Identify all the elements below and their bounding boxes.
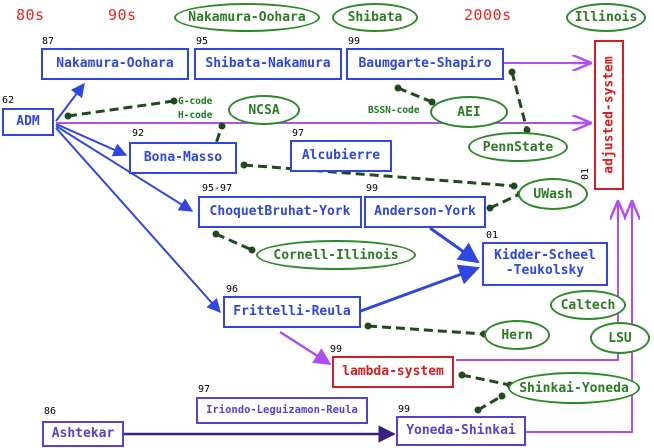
group-uwash: UWash <box>518 178 588 210</box>
arrow-adm-to-choquet-bruhat-york <box>55 125 194 212</box>
label-g-code: G-code <box>178 96 213 107</box>
link-adm-gauge-code <box>67 99 175 118</box>
group-pennstate: PennState <box>468 132 568 162</box>
group-ncsa: NCSA <box>228 95 300 125</box>
group-illinois: Illinois <box>566 3 646 32</box>
arrow-adm-to-frittelli-reula <box>55 127 221 314</box>
year-kidder: 01 <box>486 230 499 241</box>
link-lambda-shinkai-yoneda <box>461 373 511 387</box>
year-alcubierre: 97 <box>292 128 305 139</box>
node-kidder-line2: -Teukolsky <box>505 263 585 278</box>
group-cornell-illinois: Cornell-Illinois <box>256 240 416 270</box>
arrow-frittelli-to-lambda-system <box>279 330 332 366</box>
group-hern: Hern <box>484 320 550 350</box>
year-adjusted-system: 01 <box>580 167 591 180</box>
year-frittelli-reula: 96 <box>226 284 239 295</box>
node-iriondo-leguizamon-reula: Iriondo-Leguizamon-Reula <box>196 397 368 424</box>
node-frittelli-reula: Frittelli-Reula <box>223 296 361 328</box>
arrow-adm-to-bona-masso <box>55 123 128 157</box>
year-ashtekar: 86 <box>44 406 57 417</box>
node-bona-masso: Bona-Masso <box>129 142 237 174</box>
group-caltech: Caltech <box>550 290 626 320</box>
group-lsu: LSU <box>590 322 650 354</box>
node-adm: ADM <box>2 108 54 136</box>
node-choquet-bruhat-york: ChoquetBruhat-York <box>198 196 362 228</box>
link-bona-masso-uwash <box>243 163 515 188</box>
group-nakamura-oohara: Nakamura-Oohara <box>174 3 320 32</box>
node-nakamura-oohara: Nakamura-Oohara <box>41 48 189 80</box>
year-nakamura-oohara: 87 <box>42 36 55 47</box>
group-aei: AEI <box>430 96 508 128</box>
link-choquet-cornell <box>215 232 253 252</box>
group-shinkai-yoneda: Shinkai-Yoneda <box>508 372 640 404</box>
group-shibata: Shibata <box>332 3 418 32</box>
link-bssn-pennstate <box>510 71 529 131</box>
arrow-lambda-to-adjusted-system <box>456 202 618 361</box>
node-yoneda-shinkai: Yoneda-Shinkai <box>396 416 526 446</box>
node-kidder-line1: Kidder-Scheel <box>494 248 596 264</box>
node-kidder-scheel-teukolsky: Kidder-Scheel -Teukolsky <box>482 242 608 286</box>
arrow-anderson-york-to-kidder <box>429 226 480 264</box>
node-ashtekar: Ashtekar <box>42 421 124 447</box>
node-adjusted-system-label: adjusted-system <box>601 56 617 174</box>
arrow-adm-to-nakamura-oohara <box>55 82 85 122</box>
link-frittelli-hern <box>367 324 485 336</box>
node-baumgarte-shapiro: Baumgarte-Shapiro <box>346 48 504 80</box>
year-choquet-bruhat-york: 95-97 <box>202 183 233 194</box>
node-adjusted-system: adjusted-system <box>594 40 624 190</box>
label-bssn-code: BSSN-code <box>368 105 420 116</box>
year-yoneda-shinkai: 99 <box>398 404 411 415</box>
arrow-frittelli-reula-to-kidder <box>357 264 480 314</box>
link-yoneda-shinkai-yoneda <box>477 394 503 412</box>
arrow-yoneda-to-adjusted-system <box>526 202 632 433</box>
era-2000s: 2000s <box>464 6 512 24</box>
node-shibata-nakamura: Shibata-Nakamura <box>194 48 342 80</box>
year-adm: 62 <box>2 95 15 106</box>
link-bssn-aei <box>397 86 433 104</box>
era-90s: 90s <box>108 6 137 24</box>
node-lambda-system: lambda-system <box>332 356 454 388</box>
year-shibata-nakamura: 95 <box>196 36 209 47</box>
year-baumgarte-shapiro: 99 <box>348 36 361 47</box>
year-anderson-york: 99 <box>366 183 379 194</box>
node-anderson-york: Anderson-York <box>364 196 486 228</box>
year-lambda-system: 99 <box>330 344 343 355</box>
node-alcubierre: Alcubierre <box>290 140 392 172</box>
year-iriondo: 97 <box>198 384 211 395</box>
label-h-code: H-code <box>178 110 213 121</box>
era-80s: 80s <box>16 6 45 24</box>
link-anderson-york-uwash <box>489 192 521 210</box>
year-bona-masso: 92 <box>132 128 145 139</box>
